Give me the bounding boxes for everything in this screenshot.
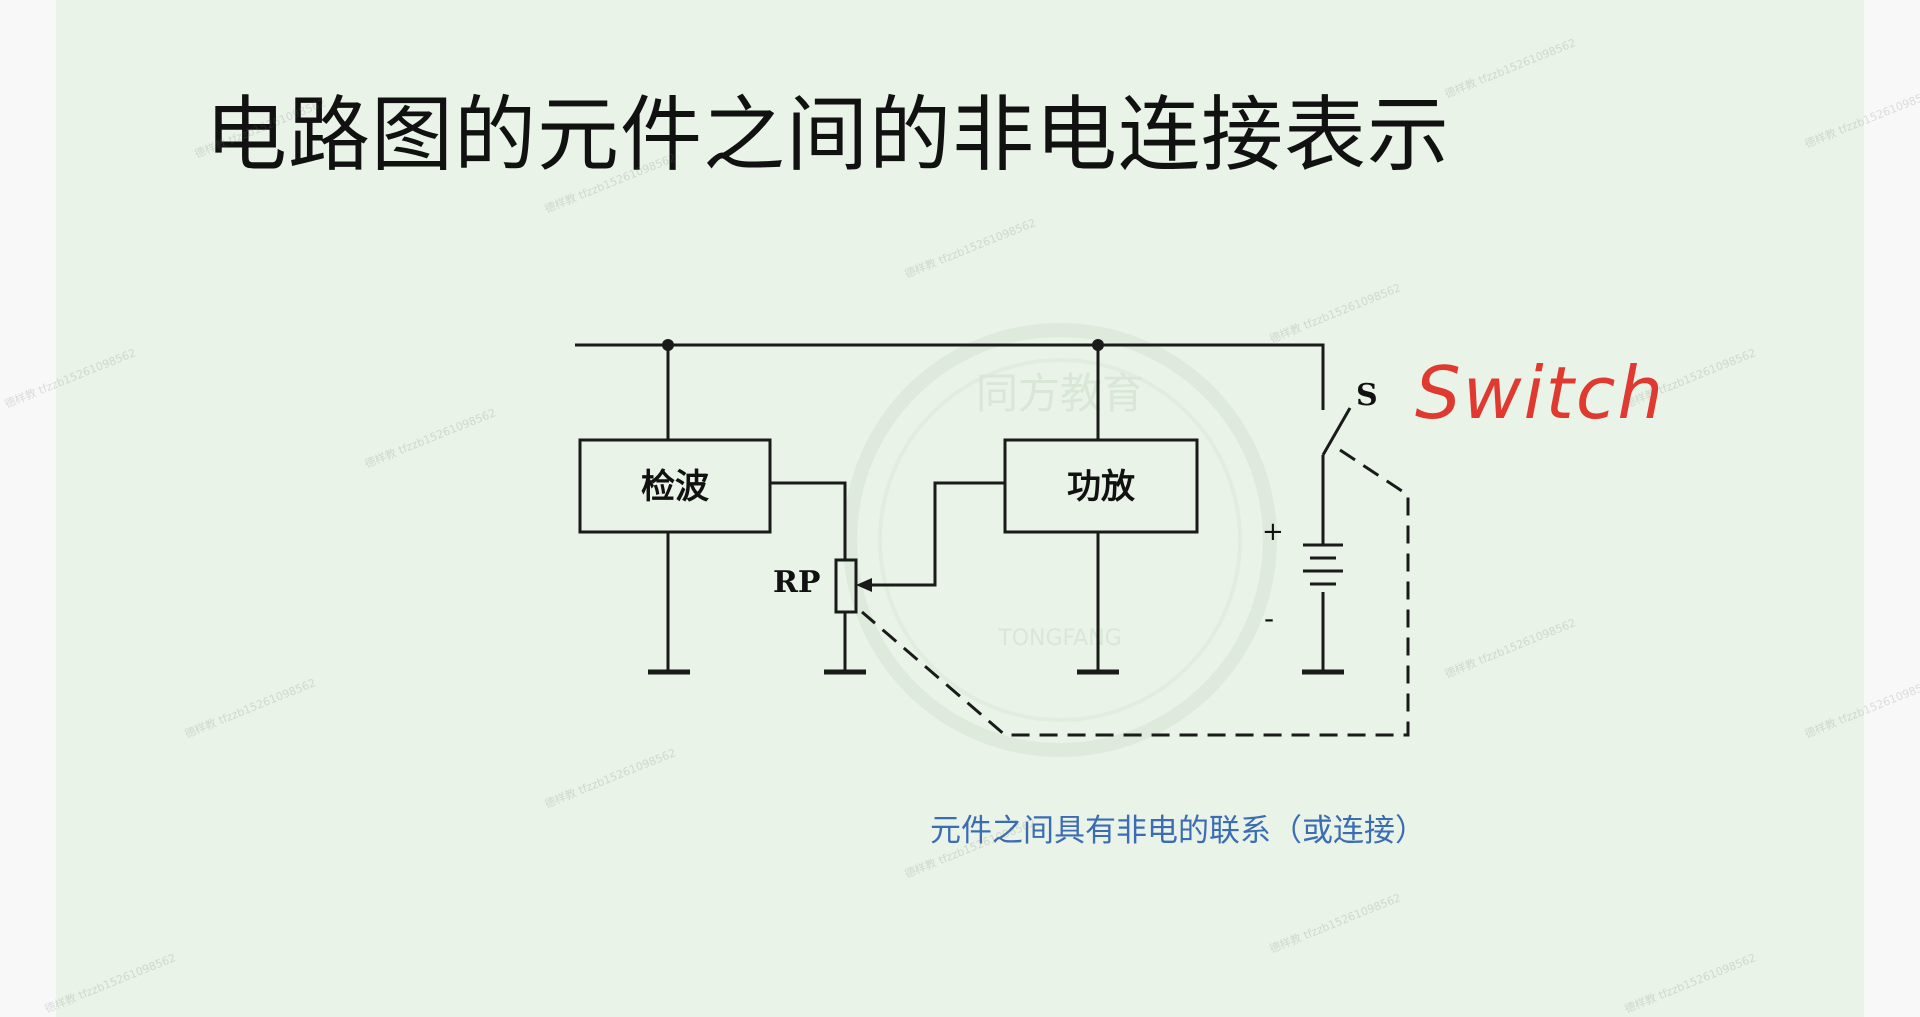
junction-dot <box>662 339 674 351</box>
slide-canvas <box>56 0 1864 1017</box>
rp-label: RP <box>773 565 821 600</box>
slide-title: 电路图的元件之间的非电连接表示 <box>205 88 1451 183</box>
top-rail-wire <box>575 343 1325 410</box>
switch-s <box>1321 407 1352 456</box>
detector-label: 检波 <box>641 467 709 507</box>
switch-label: S <box>1356 378 1378 413</box>
battery-minus-label: - <box>1264 602 1274 635</box>
logo-en-text: TONGFANG <box>997 626 1121 651</box>
diagram-caption: 元件之间具有非电的联系（或连接） <box>930 813 1426 849</box>
junction-dot <box>1092 339 1104 351</box>
wiper-wire <box>862 481 1005 587</box>
tongfang-logo-watermark: 同方教育 TONGFANG <box>843 323 1277 757</box>
detector-to-rp-wire <box>770 481 847 560</box>
amplifier-label: 功放 <box>1067 467 1135 507</box>
mechanical-linkage-dashed <box>861 448 1410 737</box>
potentiometer-rp <box>834 558 858 614</box>
logo-cn-text: 同方教育 <box>976 369 1144 418</box>
detector-block <box>578 438 772 534</box>
circuit-wires <box>575 343 1325 672</box>
wiper-arrow-icon <box>856 578 872 592</box>
amplifier-block <box>1003 438 1199 534</box>
battery <box>1303 543 1343 586</box>
battery-plus-label: + <box>1262 517 1284 547</box>
handwritten-switch-note: Switch <box>1415 351 1665 435</box>
